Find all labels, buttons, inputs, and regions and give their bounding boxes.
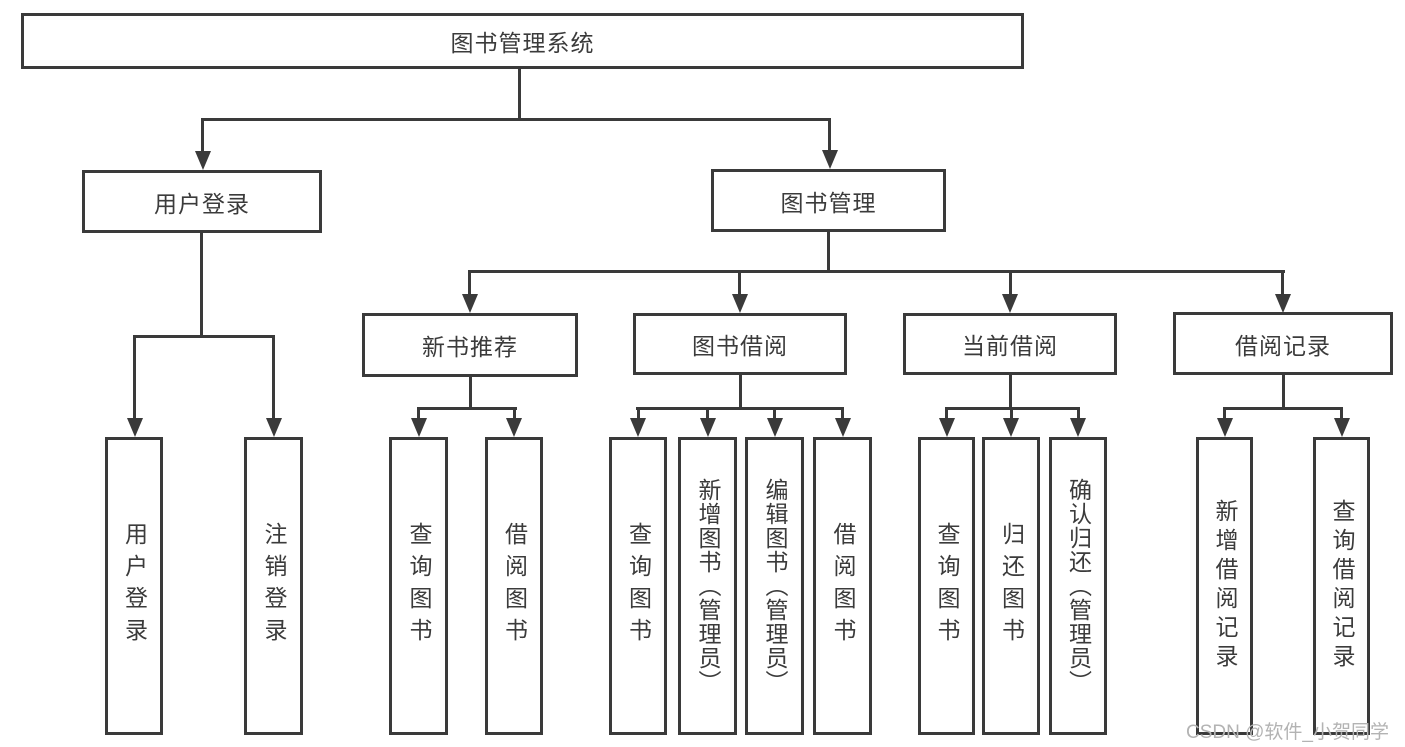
connector-arrow-icon xyxy=(630,418,646,437)
connector-line xyxy=(636,407,844,410)
leaf-query-books-recommend: 查询图书 xyxy=(389,437,448,735)
leaf-borrow-books-recommend-label: 借阅图书 xyxy=(501,522,528,650)
leaf-borrow-books-recommend: 借阅图书 xyxy=(485,437,543,735)
node-book-management-label: 图书管理 xyxy=(780,189,877,216)
connector-line xyxy=(417,407,517,410)
connector-arrow-icon xyxy=(1334,418,1350,437)
connector-arrow-icon xyxy=(1217,418,1233,437)
leaf-add-borrow-record-label: 新增借阅记录 xyxy=(1212,499,1238,673)
connector-line xyxy=(201,118,831,121)
connector-arrow-icon xyxy=(127,418,143,437)
node-new-book-recommendation: 新书推荐 xyxy=(362,313,578,377)
connector-line xyxy=(469,270,1285,273)
leaf-add-books-admin: 新增图书（管理员） xyxy=(678,437,737,735)
node-root-label: 图书管理系统 xyxy=(450,30,595,56)
node-user-login-label: 用户登录 xyxy=(154,190,250,217)
connector-line xyxy=(468,270,471,296)
leaf-edit-books-admin: 编辑图书（管理员） xyxy=(745,437,804,735)
node-book-borrowing: 图书借阅 xyxy=(633,313,847,375)
connector-arrow-icon xyxy=(939,418,955,437)
connector-arrow-icon xyxy=(835,418,851,437)
connector-line xyxy=(827,232,830,273)
leaf-query-borrow-record: 查询借阅记录 xyxy=(1313,437,1370,735)
leaf-add-books-admin-label: 新增图书（管理员） xyxy=(695,478,721,694)
leaf-borrow-books: 借阅图书 xyxy=(813,437,872,735)
node-borrowing-records: 借阅记录 xyxy=(1173,312,1393,375)
connector-arrow-icon xyxy=(700,418,716,437)
connector-arrow-icon xyxy=(1070,418,1086,437)
node-book-borrowing-label: 图书借阅 xyxy=(692,333,788,359)
leaf-add-borrow-record: 新增借阅记录 xyxy=(1196,437,1253,735)
connector-line xyxy=(1223,407,1343,410)
connector-arrow-icon xyxy=(411,418,427,437)
leaf-logout-login: 注销登录 xyxy=(244,437,303,735)
leaf-confirm-return-admin: 确认归还（管理员） xyxy=(1049,437,1107,735)
connector-line xyxy=(738,270,741,296)
leaf-logout-login-label: 注销登录 xyxy=(261,522,287,650)
connector-arrow-icon xyxy=(822,150,838,169)
connector-line xyxy=(945,407,948,420)
connector-line xyxy=(133,335,275,338)
leaf-edit-books-admin-label: 编辑图书（管理员） xyxy=(762,478,788,694)
connector-line xyxy=(1009,375,1012,410)
connector-line xyxy=(272,335,275,419)
leaf-query-books-recommend-label: 查询图书 xyxy=(406,522,432,650)
leaf-user-login: 用户登录 xyxy=(105,437,163,735)
connector-arrow-icon xyxy=(732,294,748,313)
connector-line xyxy=(1282,375,1285,410)
leaf-confirm-return-admin-label: 确认归还（管理员） xyxy=(1065,478,1092,694)
node-new-book-recommendation-label: 新书推荐 xyxy=(422,334,518,360)
leaf-return-books: 归还图书 xyxy=(982,437,1040,735)
connector-line xyxy=(133,335,136,419)
node-user-login: 用户登录 xyxy=(82,170,322,233)
connector-line xyxy=(1077,407,1080,420)
node-root: 图书管理系统 xyxy=(21,13,1024,69)
connector-arrow-icon xyxy=(1003,418,1019,437)
node-current-borrowing: 当前借阅 xyxy=(903,313,1117,375)
connector-line xyxy=(828,118,831,150)
connector-line xyxy=(637,407,640,420)
node-borrowing-records-label: 借阅记录 xyxy=(1235,332,1331,359)
node-book-management: 图书管理 xyxy=(711,169,946,232)
connector-line xyxy=(1281,270,1284,296)
leaf-query-books-current: 查询图书 xyxy=(918,437,975,735)
connector-line xyxy=(417,407,420,420)
connector-line xyxy=(201,118,204,151)
leaf-return-books-label: 归还图书 xyxy=(998,522,1025,650)
connector-line xyxy=(706,407,709,420)
connector-arrow-icon xyxy=(767,418,783,437)
connector-line xyxy=(513,407,516,420)
connector-line xyxy=(1010,407,1013,420)
leaf-query-borrow-record-label: 查询借阅记录 xyxy=(1329,499,1355,673)
connector-line xyxy=(1009,270,1012,296)
connector-arrow-icon xyxy=(506,418,522,437)
connector-line xyxy=(469,377,472,410)
connector-arrow-icon xyxy=(1275,294,1291,313)
leaf-user-login-label: 用户登录 xyxy=(121,522,148,650)
leaf-query-books-borrowing: 查询图书 xyxy=(609,437,667,735)
connector-arrow-icon xyxy=(1002,294,1018,313)
connector-line xyxy=(739,375,742,410)
connector-arrow-icon xyxy=(266,418,282,437)
connector-line xyxy=(773,407,776,420)
connector-arrow-icon xyxy=(462,294,478,313)
connector-line xyxy=(518,69,521,121)
connector-arrow-icon xyxy=(195,151,211,170)
leaf-query-books-current-label: 查询图书 xyxy=(934,522,960,650)
leaf-borrow-books-label: 借阅图书 xyxy=(830,522,856,650)
node-current-borrowing-label: 当前借阅 xyxy=(962,333,1058,359)
connector-line xyxy=(841,407,844,420)
connector-line xyxy=(200,233,203,338)
connector-line xyxy=(1340,407,1343,420)
csdn-watermark: CSDN @软件_小贺同学 xyxy=(1186,722,1389,743)
leaf-query-books-borrowing-label: 查询图书 xyxy=(625,522,652,650)
connector-line xyxy=(1223,407,1226,420)
